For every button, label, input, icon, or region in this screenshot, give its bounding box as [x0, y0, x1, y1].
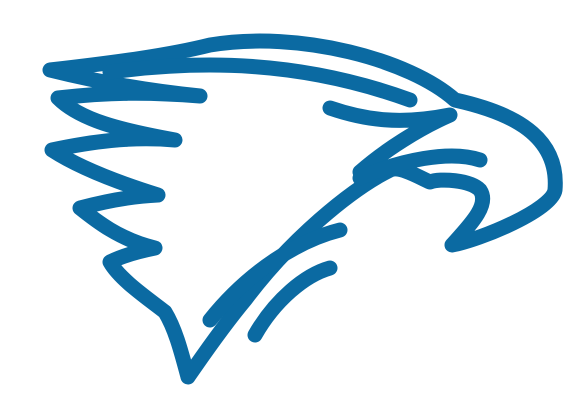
eagle-brow: [322, 100, 458, 180]
eagle-feather-inner: [202, 222, 348, 328]
eagle-feather-lower: [247, 260, 338, 343]
eagle-beak: [352, 148, 488, 186]
eagle-outline: [42, 33, 563, 385]
eagle-crest: [102, 57, 418, 108]
